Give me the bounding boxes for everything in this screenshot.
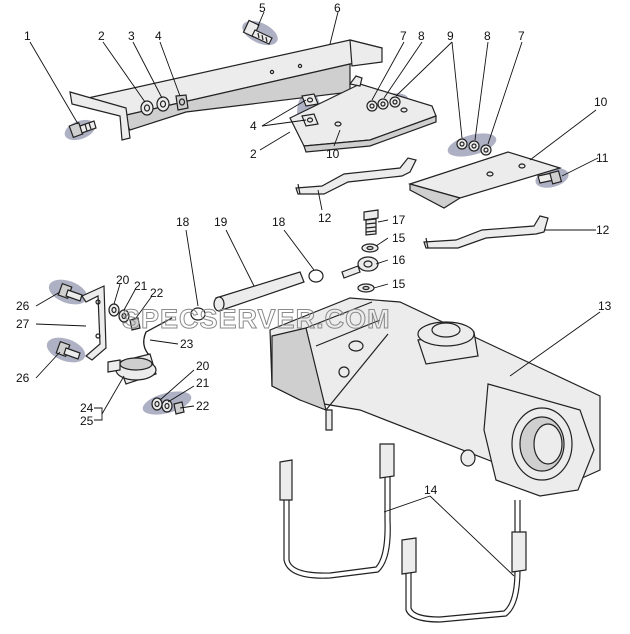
washer-stack-middle	[366, 96, 401, 112]
callout-15-upper: 15	[392, 231, 406, 245]
callout-11: 11	[596, 151, 609, 165]
bolt-11	[537, 170, 563, 185]
callout-1: 1	[24, 29, 31, 43]
bracket-12-lower	[423, 215, 549, 249]
fuel-tank-13	[269, 297, 601, 497]
callout-7-right: 7	[518, 29, 525, 43]
callout-8-left: 8	[418, 29, 425, 43]
hose-19	[213, 271, 305, 312]
callout-7-left: 7	[400, 29, 407, 43]
callout-2-upper: 2	[98, 29, 105, 43]
callout-8-right: 8	[484, 29, 491, 43]
banjo-fitting-16	[341, 256, 379, 279]
bolt-1	[68, 120, 97, 139]
callout-2-middle: 2	[250, 147, 257, 161]
bolt-5	[242, 19, 273, 45]
callout-4-middle: 4	[250, 119, 257, 133]
bracket-27	[81, 285, 107, 361]
callout-labels: 1 2 3 4 5 6 7 8 9 8 7 10 4 2 10 11 12 12…	[16, 1, 612, 497]
callout-4-upper: 4	[155, 29, 162, 43]
callout-10-right: 10	[594, 95, 608, 109]
clamp-18-right	[308, 269, 324, 283]
callout-10-middle: 10	[326, 147, 340, 161]
callout-22-upper: 22	[150, 286, 164, 300]
callout-9: 9	[447, 29, 454, 43]
callout-12-upper: 12	[318, 211, 332, 225]
callout-16: 16	[392, 253, 406, 267]
leader-lines	[29, 11, 601, 577]
washer-15-lower	[357, 283, 375, 293]
bolt-26-top	[57, 282, 83, 302]
callout-18-right: 18	[272, 215, 286, 229]
callout-6: 6	[334, 1, 341, 15]
washer-15-upper	[361, 243, 379, 253]
callout-26-upper: 26	[16, 299, 30, 313]
callout-17: 17	[392, 213, 406, 227]
callout-25: 25	[80, 414, 94, 428]
callout-14: 14	[424, 483, 438, 497]
callout-27: 27	[16, 317, 30, 331]
callout-12-lower: 12	[596, 223, 610, 237]
callout-22-lower: 22	[196, 399, 210, 413]
washers-20-22-lower	[151, 397, 185, 415]
callout-19: 19	[214, 215, 228, 229]
washer-stack-right	[456, 138, 492, 156]
callout-20-lower: 20	[196, 359, 210, 373]
callout-18-left: 18	[176, 215, 190, 229]
callout-21-lower: 21	[196, 376, 210, 390]
callout-24: 24	[80, 401, 94, 415]
callout-23: 23	[180, 337, 194, 351]
callout-13: 13	[598, 299, 612, 313]
callout-3: 3	[128, 29, 135, 43]
bracket-10-right	[407, 151, 563, 209]
callout-20-upper: 20	[116, 273, 130, 287]
nut-pair-4	[301, 93, 319, 127]
callout-5: 5	[259, 1, 266, 15]
callout-26-lower: 26	[16, 371, 30, 385]
straps-14	[279, 443, 527, 623]
washer-stack-upper-left	[140, 94, 189, 116]
bolt-17	[363, 209, 379, 236]
callout-21-upper: 21	[134, 279, 148, 293]
watermark: SPECSERVER.COM	[122, 304, 391, 334]
bracket-12-upper	[295, 157, 417, 195]
clamp-18-left	[190, 307, 206, 321]
callout-15-lower: 15	[392, 277, 406, 291]
